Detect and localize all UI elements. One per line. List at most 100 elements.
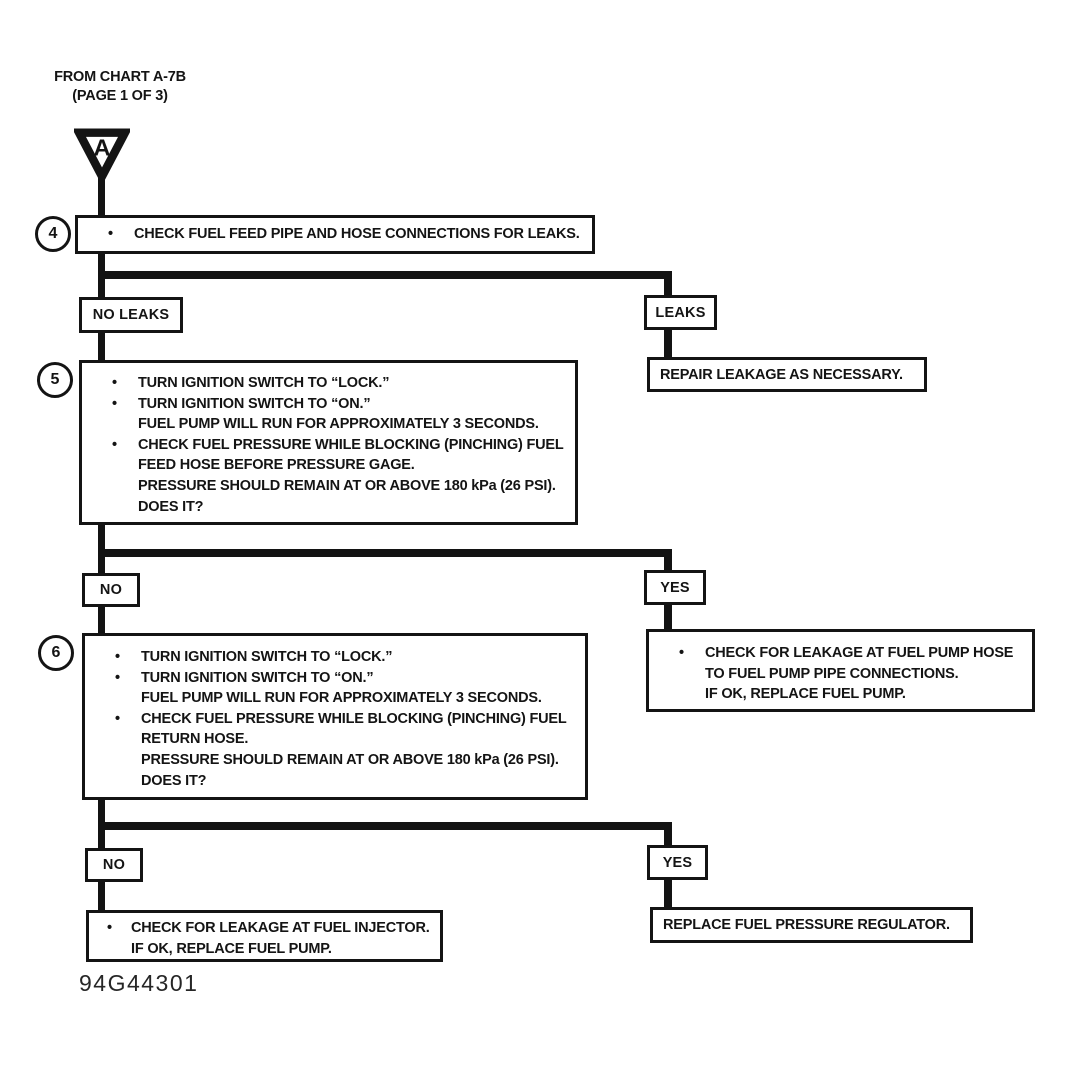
action-text: CHECK FUEL PRESSURE WHILE BLOCKING (PINC… xyxy=(141,710,567,727)
action-text: PRESSURE SHOULD REMAIN AT OR ABOVE 180 k… xyxy=(141,751,559,768)
step-number-5: 5 xyxy=(37,362,73,398)
repair-leakage-box: REPAIR LEAKAGE AS NECESSARY. xyxy=(647,357,927,392)
decision-yes1-label: YES xyxy=(660,579,690,596)
decision-yes1-box: YES xyxy=(644,570,706,605)
action-line: FUEL PUMP WILL RUN FOR APPROXIMATELY 3 S… xyxy=(82,414,575,435)
bullet-marker xyxy=(115,750,141,771)
action-text: CHECK FOR LEAKAGE AT FUEL PUMP HOSE xyxy=(705,645,1014,661)
action-text: TURN IGNITION SWITCH TO “ON.” xyxy=(141,669,374,686)
action-line: • TURN IGNITION SWITCH TO “LOCK.” xyxy=(85,647,585,668)
action-text: TURN IGNITION SWITCH TO “LOCK.” xyxy=(141,649,393,665)
bullet-marker xyxy=(115,688,141,709)
connector-line-branch2-to-yes1 xyxy=(664,549,672,572)
action-line: • CHECK FOR LEAKAGE AT FUEL PUMP HOSE xyxy=(649,643,1032,664)
action-line: DOES IT? xyxy=(82,497,575,518)
step-number-5-text: 5 xyxy=(50,371,60,388)
connector-letter: A xyxy=(94,135,111,161)
connector-line-branch1-to-leaks xyxy=(664,271,672,297)
bullet-marker xyxy=(112,414,138,435)
bullet-marker xyxy=(115,729,141,750)
bullet-marker: • xyxy=(115,649,120,665)
decision-leaks-box: LEAKS xyxy=(644,295,717,330)
branch-line-step5 xyxy=(98,549,672,557)
bullet-marker: • xyxy=(107,920,112,936)
action-text: TURN IGNITION SWITCH TO “ON.” xyxy=(138,395,371,412)
action-line: IF OK, REPLACE FUEL PUMP. xyxy=(649,684,1032,705)
decision-no-leaks-box: NO LEAKS xyxy=(79,297,183,333)
connector-line-yes1-to-pumphose xyxy=(664,604,672,631)
step6-lines: • TURN IGNITION SWITCH TO “LOCK.” • TURN… xyxy=(85,647,585,791)
regulator-text: REPLACE FUEL PRESSURE REGULATOR. xyxy=(663,917,950,933)
action-line: • TURN IGNITION SWITCH TO “ON.” xyxy=(82,394,575,415)
action-line: • TURN IGNITION SWITCH TO “ON.” xyxy=(85,668,585,689)
decision-no2-label: NO xyxy=(102,857,126,873)
action-text: FUEL PUMP WILL RUN FOR APPROXIMATELY 3 S… xyxy=(138,416,539,433)
figure-number: 94G44301 xyxy=(79,970,199,996)
step5-action-box: • TURN IGNITION SWITCH TO “LOCK.” • TURN… xyxy=(79,360,578,525)
bullet-marker xyxy=(112,476,138,497)
bullet-marker xyxy=(679,664,705,685)
action-line: • CHECK FUEL PRESSURE WHILE BLOCKING (PI… xyxy=(82,435,575,456)
step4-lines: • CHECK FUEL FEED PIPE AND HOSE CONNECTI… xyxy=(78,224,580,245)
action-line: FUEL PUMP WILL RUN FOR APPROXIMATELY 3 S… xyxy=(85,688,585,709)
injector-lines: • CHECK FOR LEAKAGE AT FUEL INJECTOR. IF… xyxy=(89,918,440,959)
action-text: FEED HOSE BEFORE PRESSURE GAGE. xyxy=(138,457,415,474)
step6-action-box: • TURN IGNITION SWITCH TO “LOCK.” • TURN… xyxy=(82,633,588,800)
bullet-marker xyxy=(679,684,705,705)
connector-line-triangle-to-step4 xyxy=(98,174,105,216)
pump-hose-lines: • CHECK FOR LEAKAGE AT FUEL PUMP HOSE TO… xyxy=(649,643,1032,705)
pump-hose-result-box: • CHECK FOR LEAKAGE AT FUEL PUMP HOSE TO… xyxy=(646,629,1035,712)
decision-no1-label: NO xyxy=(99,582,123,598)
action-line: FEED HOSE BEFORE PRESSURE GAGE. xyxy=(82,455,575,476)
action-line: • CHECK FOR LEAKAGE AT FUEL INJECTOR. xyxy=(89,918,440,939)
injector-result-box: • CHECK FOR LEAKAGE AT FUEL INJECTOR. IF… xyxy=(86,910,443,962)
step-number-6-text: 6 xyxy=(51,644,61,661)
bullet-marker xyxy=(112,497,138,518)
step-number-6: 6 xyxy=(38,635,74,671)
bullet-marker: • xyxy=(115,710,120,727)
action-text: DOES IT? xyxy=(141,772,207,789)
connector-triangle-a: A xyxy=(72,128,132,186)
connector-line-no2-to-injector xyxy=(98,881,105,911)
bullet-marker: • xyxy=(679,645,684,661)
bullet-marker xyxy=(107,939,131,960)
step-number-4-text: 4 xyxy=(48,225,58,242)
action-line: RETURN HOSE. xyxy=(85,729,585,750)
action-line: • CHECK FUEL PRESSURE WHILE BLOCKING (PI… xyxy=(85,709,585,730)
action-text: CHECK FUEL PRESSURE WHILE BLOCKING (PINC… xyxy=(138,436,564,453)
action-text: IF OK, REPLACE FUEL PUMP. xyxy=(705,686,906,703)
bullet-marker: • xyxy=(115,669,120,686)
action-text: TO FUEL PUMP PIPE CONNECTIONS. xyxy=(705,665,959,682)
bullet-marker xyxy=(115,771,141,792)
connector-line-yes2-to-regulator xyxy=(664,879,672,909)
action-line: PRESSURE SHOULD REMAIN AT OR ABOVE 180 k… xyxy=(82,476,575,497)
branch-line-step4 xyxy=(98,271,672,279)
branch-line-step6 xyxy=(98,822,672,830)
triangle-shape xyxy=(72,128,132,186)
decision-no1-box: NO xyxy=(82,573,140,607)
action-line: TO FUEL PUMP PIPE CONNECTIONS. xyxy=(649,664,1032,685)
step5-lines: • TURN IGNITION SWITCH TO “LOCK.” • TURN… xyxy=(82,373,575,517)
action-text: CHECK FOR LEAKAGE AT FUEL INJECTOR. xyxy=(131,920,430,936)
action-line: • CHECK FUEL FEED PIPE AND HOSE CONNECTI… xyxy=(78,224,580,245)
action-text: RETURN HOSE. xyxy=(141,731,249,748)
step-number-4: 4 xyxy=(35,216,71,252)
action-text: PRESSURE SHOULD REMAIN AT OR ABOVE 180 k… xyxy=(138,477,556,494)
decision-leaks-label: LEAKS xyxy=(655,304,706,321)
decision-yes2-label: YES xyxy=(662,854,693,871)
action-text: TURN IGNITION SWITCH TO “LOCK.” xyxy=(138,375,390,391)
regulator-result-box: REPLACE FUEL PRESSURE REGULATOR. xyxy=(650,907,973,943)
action-text: FUEL PUMP WILL RUN FOR APPROXIMATELY 3 S… xyxy=(141,690,542,707)
bullet-marker: • xyxy=(112,395,117,412)
connector-line-noleaks-to-step5 xyxy=(98,332,105,362)
action-text: IF OK, REPLACE FUEL PUMP. xyxy=(131,940,332,957)
action-line: • TURN IGNITION SWITCH TO “LOCK.” xyxy=(82,373,575,394)
connector-line-no1-to-step6 xyxy=(98,606,105,635)
action-line: IF OK, REPLACE FUEL PUMP. xyxy=(89,939,440,960)
action-text: DOES IT? xyxy=(138,498,204,515)
bullet-marker: • xyxy=(112,375,117,391)
action-line: DOES IT? xyxy=(85,771,585,792)
bullet-marker: • xyxy=(112,436,117,453)
step4-action-box: • CHECK FUEL FEED PIPE AND HOSE CONNECTI… xyxy=(75,215,595,254)
